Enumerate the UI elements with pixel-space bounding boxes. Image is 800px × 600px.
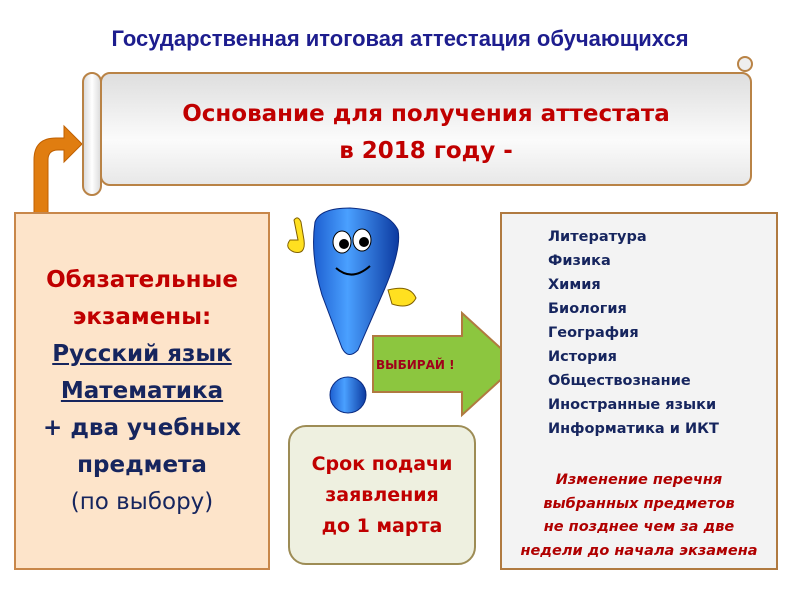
deadline-box (288, 425, 476, 565)
subject-item: История (548, 349, 617, 365)
deadline-text: Срок подачи заявления до 1 марта (288, 449, 476, 542)
slide-title: Государственная итоговая аттестация обуч… (111, 26, 689, 51)
deadline-line: заявления (325, 484, 439, 506)
scroll-banner (100, 72, 752, 186)
exam-math: Математика (60, 378, 224, 404)
note-line: недели до начала экзамена (520, 542, 758, 559)
choose-label: ВЫБИРАЙ ! (376, 358, 455, 372)
deadline-line: до 1 марта (321, 515, 443, 537)
subject-item: Химия (548, 277, 601, 293)
mandatory-heading: Обязательные (46, 267, 238, 293)
mandatory-exams-box (14, 212, 270, 570)
note-line: не позднее чем за две (543, 519, 735, 535)
by-choice: (по выбору) (70, 489, 214, 515)
subject-item: Литература (548, 229, 647, 245)
scroll-text: Основание для получения аттестата в 2018… (100, 96, 752, 170)
note-line: выбранных предметов (543, 495, 735, 512)
mandatory-heading: экзамены: (72, 304, 212, 330)
note-line: Изменение перечня (555, 472, 723, 488)
scroll-line: Основание для получения аттестата (182, 101, 670, 127)
change-note: Изменение перечня выбранных предметов не… (500, 469, 778, 563)
plus-two-subjects: + два учебных (43, 415, 241, 441)
scroll-line: в 2018 году - (339, 138, 513, 164)
subject-item: География (548, 325, 639, 341)
scroll-roll (82, 72, 102, 196)
subject-item: Биология (548, 301, 627, 317)
subject-item: Физика (548, 253, 611, 269)
deadline-line: Срок подачи (311, 453, 453, 475)
plus-two-subjects: предмета (77, 452, 207, 478)
subject-item: Информатика и ИКТ (548, 421, 719, 437)
subject-item: Обществознание (548, 373, 691, 389)
subject-item: Иностранные языки (548, 397, 717, 413)
exclamation-mascot-icon (287, 207, 417, 414)
exam-russian: Русский язык (52, 341, 232, 367)
choose-arrow-icon (372, 310, 520, 418)
scroll-curl-icon (737, 56, 753, 72)
elective-subjects-box (500, 212, 778, 570)
